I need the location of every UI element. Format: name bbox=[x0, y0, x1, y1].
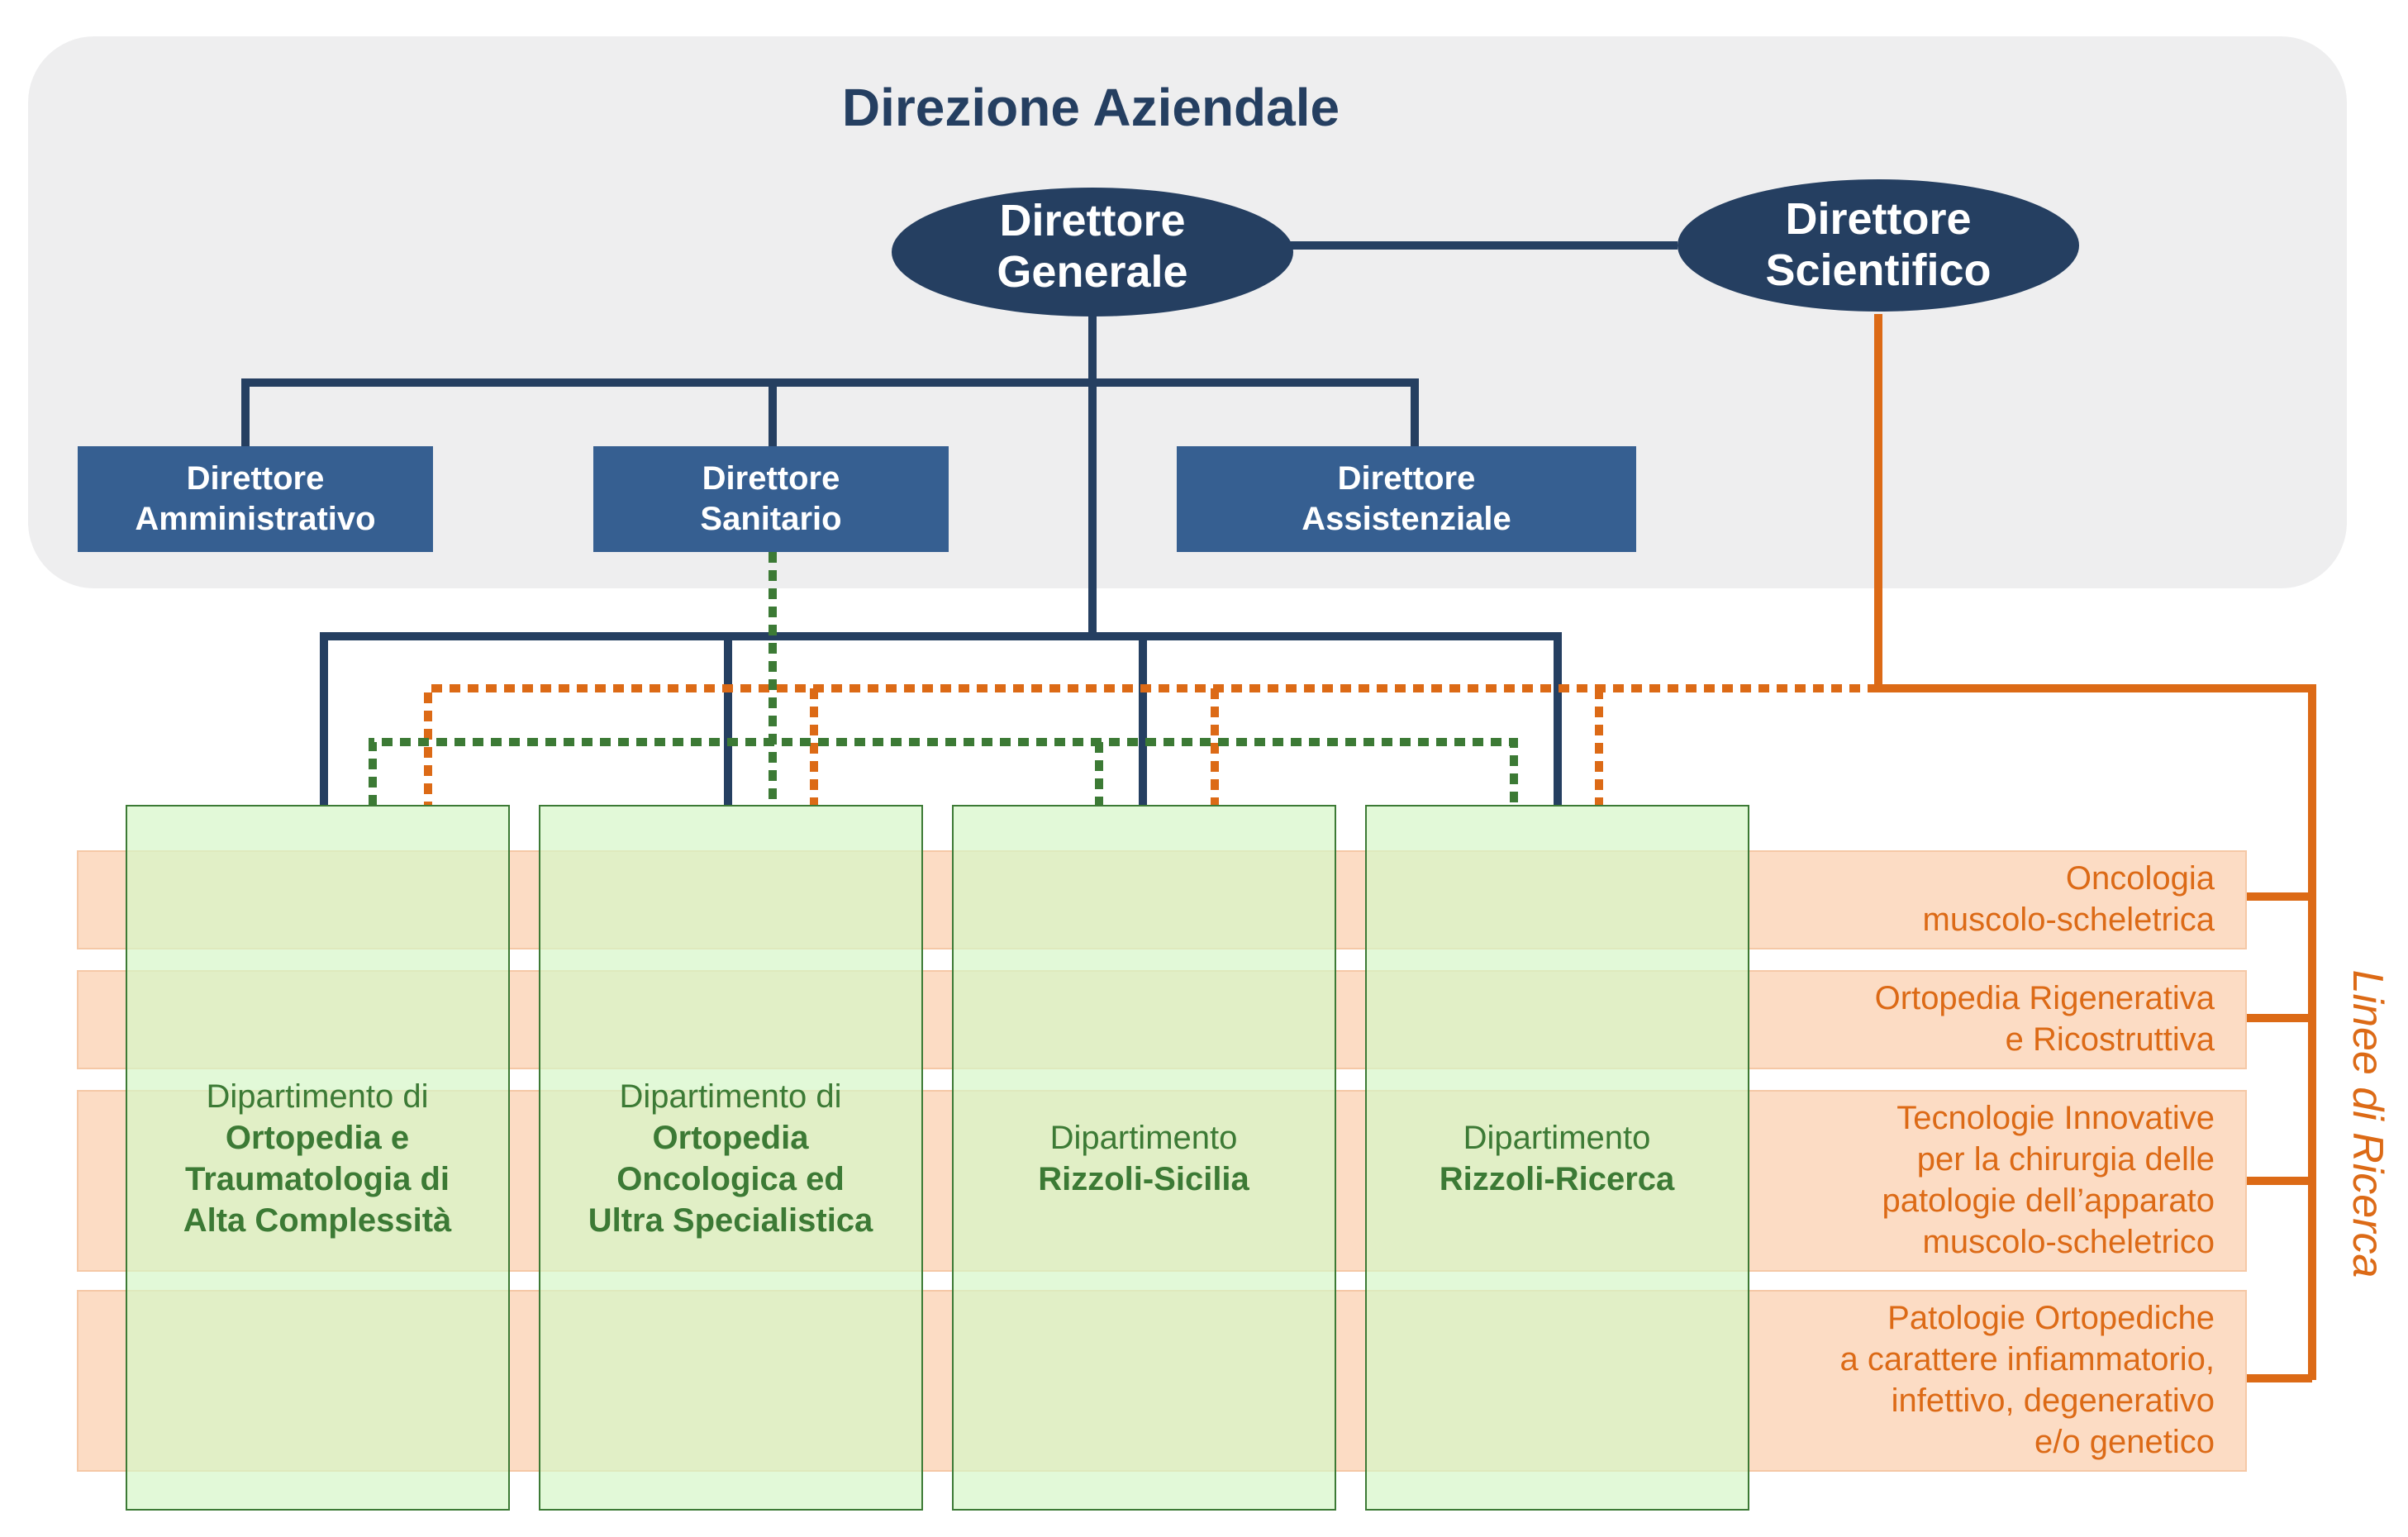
direttore-scientifico-line2: Scientifico bbox=[1765, 245, 1991, 295]
direttore-scientifico-line1: Direttore bbox=[1785, 194, 1971, 244]
direttore-generale-node bbox=[892, 188, 1293, 316]
hierarchy-lines bbox=[241, 241, 1678, 806]
direttore-sanitario-box bbox=[593, 446, 949, 552]
direttore-sanitario-line1: Direttore bbox=[702, 460, 840, 497]
research-line-2-b: e Ricostruttiva bbox=[2006, 1021, 2215, 1058]
department-3 bbox=[952, 805, 1336, 1511]
research-dotted-links bbox=[424, 684, 1878, 806]
department-4 bbox=[1365, 805, 1749, 1511]
direttore-assistenziale-line1: Direttore bbox=[1338, 460, 1476, 497]
department-3-prefix: Dipartimento bbox=[1050, 1120, 1238, 1156]
research-line-4-a: Patologie Ortopediche bbox=[1887, 1300, 2215, 1336]
department-2-name-3: Ultra Specialistica bbox=[588, 1202, 873, 1239]
sanitario-dotted-links bbox=[369, 552, 1518, 806]
direttore-assistenziale-box bbox=[1177, 446, 1636, 552]
direttore-generale-line2: Generale bbox=[997, 247, 1187, 297]
direzione-title: Direzione Aziendale bbox=[842, 78, 1340, 137]
department-1-prefix: Dipartimento di bbox=[206, 1078, 428, 1115]
research-line-1-a: Oncologia bbox=[2066, 860, 2215, 897]
department-1-name-2: Traumatologia di bbox=[185, 1161, 450, 1197]
direttore-amministrativo-box bbox=[78, 446, 433, 552]
department-4-prefix: Dipartimento bbox=[1463, 1120, 1651, 1156]
direttore-amministrativo-line2: Amministrativo bbox=[135, 501, 375, 537]
research-line-3-c: patologie dell’apparato bbox=[1882, 1182, 2215, 1219]
direttore-generale-line1: Direttore bbox=[999, 196, 1185, 245]
research-line-4-d: e/o genetico bbox=[2034, 1424, 2215, 1460]
department-4-name-1: Rizzoli-Ricerca bbox=[1440, 1161, 1675, 1197]
research-connectors bbox=[1874, 314, 2316, 1382]
direttore-amministrativo-line1: Direttore bbox=[187, 460, 325, 497]
research-line-2-a: Ortopedia Rigenerativa bbox=[1875, 980, 2215, 1016]
research-line-1-b: muscolo-scheletrica bbox=[1923, 902, 2215, 938]
research-line-3-d: muscolo-scheletrico bbox=[1923, 1224, 2215, 1260]
department-1 bbox=[126, 805, 510, 1511]
research-line-3-b: per la chirurgia delle bbox=[1917, 1141, 2215, 1178]
department-2-prefix: Dipartimento di bbox=[619, 1078, 841, 1115]
direttore-assistenziale-line2: Assistenziale bbox=[1302, 501, 1511, 537]
research-line-3-a: Tecnologie Innovative bbox=[1896, 1100, 2215, 1136]
department-2-name-1: Ortopedia bbox=[653, 1120, 810, 1156]
direttore-scientifico-node bbox=[1678, 179, 2079, 312]
research-line-4-c: infettivo, degenerativo bbox=[1892, 1382, 2215, 1419]
department-2 bbox=[539, 805, 923, 1511]
research-line-4-b: a carattere infiammatorio, bbox=[1839, 1341, 2215, 1378]
department-labels: Dipartimento di Ortopedia e Traumatologi… bbox=[183, 1078, 1675, 1239]
research-line-labels: Oncologia muscolo-scheletrica Ortopedia … bbox=[1839, 860, 2215, 1460]
department-3-name-1: Rizzoli-Sicilia bbox=[1038, 1161, 1249, 1197]
linee-di-ricerca-label: Linee di Ricerca bbox=[2344, 970, 2391, 1278]
department-columns bbox=[126, 805, 1749, 1511]
department-2-name-2: Oncologica ed bbox=[616, 1161, 845, 1197]
department-1-name-3: Alta Complessità bbox=[183, 1202, 452, 1239]
direttore-sanitario-line2: Sanitario bbox=[700, 501, 841, 537]
department-1-name-1: Ortopedia e bbox=[226, 1120, 409, 1156]
